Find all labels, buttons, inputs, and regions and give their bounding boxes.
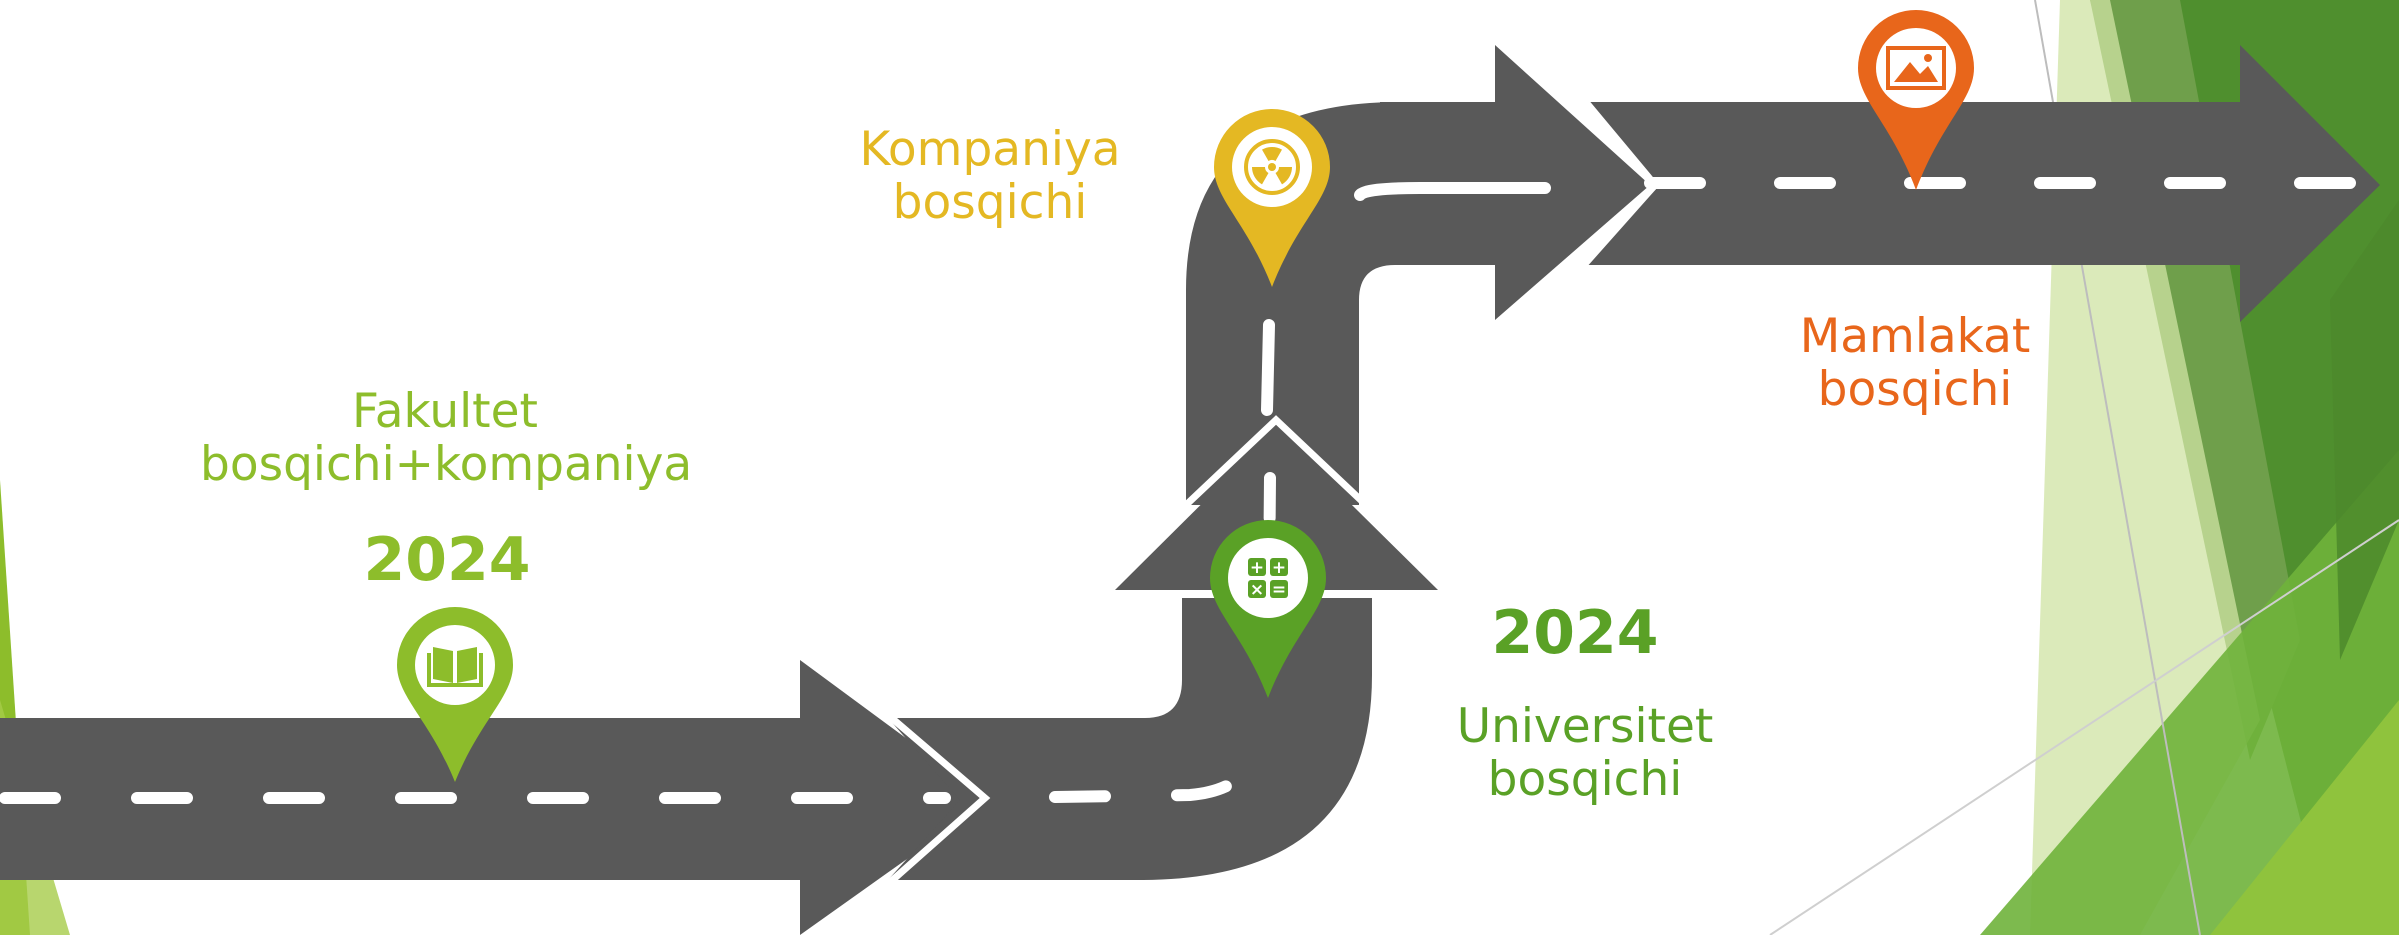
- road: [0, 45, 2380, 935]
- lane-dash-vertical-2: [1261, 319, 1275, 416]
- fakultet-year: 2024: [363, 525, 531, 595]
- book-icon: [427, 647, 483, 687]
- bg-line: [1769, 519, 2399, 935]
- lane-dash-vertical: [1262, 472, 1276, 706]
- location-pins: ++×=: [397, 10, 1974, 782]
- bg-facet: [2210, 700, 2399, 935]
- kompaniya-subtitle: bosqichi: [892, 175, 1088, 230]
- lane-dash-curve: [1049, 736, 1268, 803]
- road-arrow-upper-2: [1582, 45, 2380, 322]
- road-arrow-lower: [0, 660, 990, 935]
- lane-dash-curve-upper: [1354, 182, 1551, 201]
- universitet-pin: ++×=: [1210, 520, 1326, 698]
- road-arrow-up: [1115, 430, 1438, 590]
- fakultet-title: Fakultet: [352, 384, 538, 439]
- kompaniya-title: Kompaniya: [859, 122, 1121, 177]
- universitet-title: Universitet: [1456, 699, 1714, 754]
- image-icon: [1886, 46, 1946, 90]
- svg-text:×: ×: [1250, 580, 1264, 600]
- mamlakat-pin: [1858, 10, 1974, 190]
- universitet-pin-face: [1228, 538, 1308, 618]
- radiation-icon: [1244, 139, 1300, 195]
- chevron-line: [875, 705, 991, 896]
- fakultet-label: Fakultet bosqichi+kompaniya: [200, 384, 693, 492]
- universitet-subtitle: bosqichi: [1487, 752, 1683, 807]
- svg-text:+: +: [1250, 558, 1264, 578]
- lane-markings: [0, 177, 2396, 804]
- mamlakat-title: Mamlakat: [1799, 309, 2031, 364]
- calculator-icon: ++×=: [1248, 558, 1288, 600]
- universitet-year: 2024: [1491, 598, 1659, 668]
- kompaniya-pin: [1214, 109, 1330, 287]
- mamlakat-label: Mamlakat bosqichi: [1760, 310, 2070, 416]
- svg-text:=: =: [1272, 580, 1286, 600]
- bg-facet: [1980, 450, 2399, 935]
- fakultet-pin: [397, 607, 513, 782]
- fakultet-subtitle: bosqichi+kompaniya: [200, 437, 693, 492]
- chevron-line: [1183, 415, 1369, 508]
- kompaniya-label: Kompaniya bosqichi: [840, 123, 1140, 229]
- svg-text:+: +: [1272, 558, 1286, 578]
- road-curve-lower: [888, 598, 1372, 880]
- mamlakat-subtitle: bosqichi: [1817, 362, 2013, 417]
- universitet-label: Universitet bosqichi: [1425, 700, 1745, 806]
- bg-facet: [2330, 200, 2399, 660]
